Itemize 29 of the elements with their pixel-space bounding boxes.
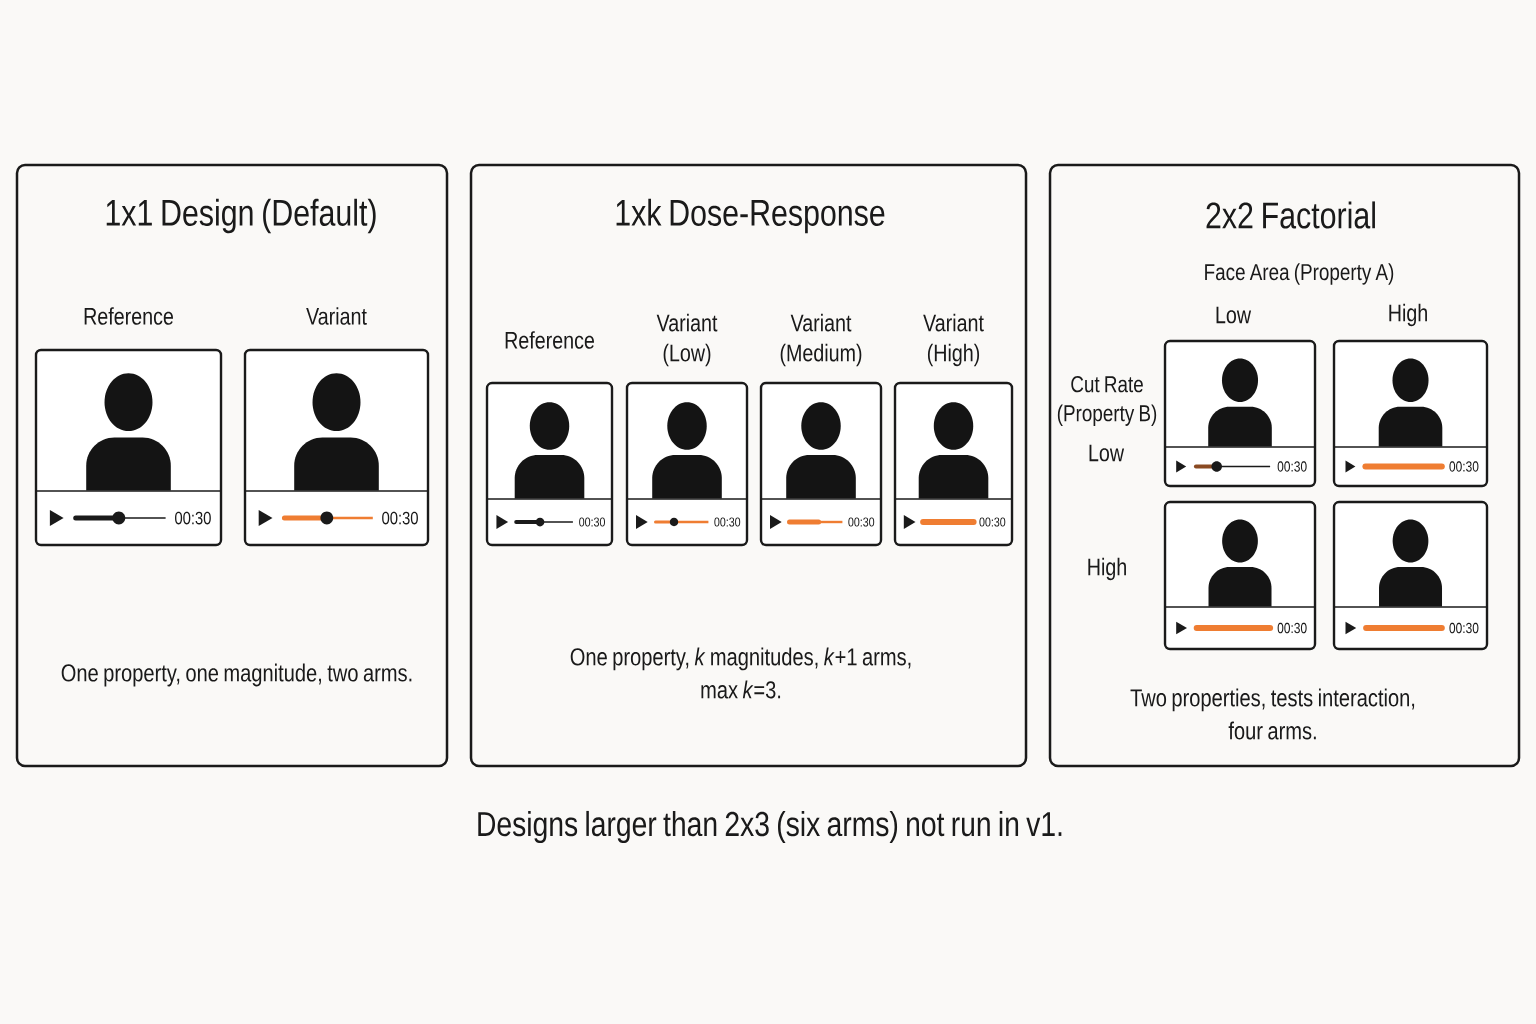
description-text: One property, k magnitudes, k+1 arms, max k=3. (570, 647, 911, 699)
time-label: 00:30 (1449, 622, 1479, 634)
caption: Designs larger than 2x3 (six arms) not run in v1. (478, 810, 1062, 844)
time-label: 00:30 (1277, 461, 1307, 472)
arm-label: Reference (84, 307, 173, 325)
description-text: One property, one magnitude, two arms. (61, 663, 412, 687)
time-label: 00:30 (382, 511, 418, 525)
arm-label: Reference (505, 331, 594, 349)
time-label: 00:30 (1277, 622, 1307, 634)
arm-label: Variant (High) (923, 313, 984, 367)
time-label: 00:30 (848, 517, 875, 527)
level-label: High (1088, 557, 1126, 581)
axis-label: Cut Rate (Property B) (1057, 376, 1157, 426)
time-label: 00:30 (579, 517, 605, 527)
axis-label: Face Area (Property A) (1205, 263, 1394, 285)
level-label: Low (1089, 444, 1125, 462)
arm-label: Variant (Low) (656, 313, 718, 367)
level-label: High (1389, 303, 1427, 327)
time-label: 00:30 (979, 517, 1006, 527)
time-label: 00:30 (175, 511, 211, 525)
arm-label: Variant (306, 307, 367, 325)
description-text: Two properties, tests interaction, four arms. (1130, 688, 1415, 740)
panel-title: 1xk Dose-Response (616, 198, 885, 234)
time-label: 00:30 (714, 517, 741, 527)
time-label: 00:30 (1449, 461, 1479, 472)
arm-label: Variant (Medium) (780, 313, 862, 367)
panel-title: 2x2 Factorial (1206, 201, 1375, 229)
level-label: Low (1216, 306, 1252, 324)
panel-title: 1x1 Design (Default) (106, 198, 376, 234)
